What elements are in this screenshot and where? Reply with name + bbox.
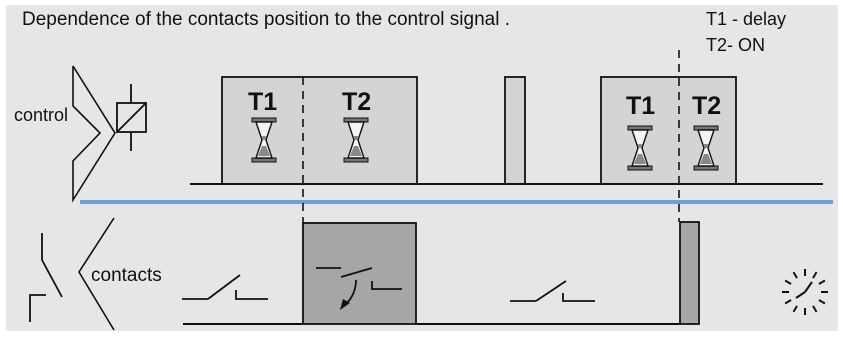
- timer-label-t1: T1: [248, 88, 278, 116]
- contacts-label: contacts: [91, 265, 162, 286]
- timer-label-t2: T2: [342, 88, 372, 116]
- diagram-title: Dependence of the contacts position to t…: [22, 9, 510, 30]
- control-pulse-1: [221, 76, 418, 185]
- control-chevron-icon: [72, 65, 116, 203]
- switch-contact-icon: [510, 280, 595, 302]
- legend-t1: T1 - delay: [706, 9, 787, 29]
- contact-pulse-1: [302, 222, 417, 325]
- contacts-symbol-icon: [29, 217, 115, 331]
- control-pulse-2: [504, 76, 526, 185]
- legend-t2: T2- ON: [706, 35, 766, 55]
- timer-label-t1: T1: [626, 92, 656, 120]
- relay-coil-icon: [116, 84, 147, 151]
- switch-contact-closed-icon: [316, 267, 402, 310]
- clock-icon: [782, 269, 828, 315]
- timer-label-t2: T2: [692, 92, 722, 120]
- control-label: control: [14, 105, 69, 125]
- switch-contact-icon: [182, 274, 268, 300]
- contact-pulse-2: [679, 221, 700, 325]
